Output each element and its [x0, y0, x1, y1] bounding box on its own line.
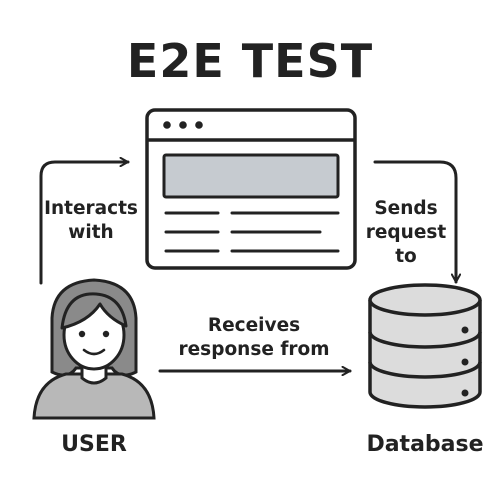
node-label-user: USER	[61, 432, 127, 457]
edge-label-receives: Receives	[208, 315, 300, 336]
database-icon	[368, 283, 482, 409]
edge-label-request: request	[366, 222, 447, 243]
node-label-database: Database	[366, 432, 483, 457]
arrow-user-to-browser	[39, 162, 130, 285]
edge-label-interacts: Interacts	[44, 198, 138, 219]
edge-label-sends: Sends	[374, 198, 437, 219]
diagram-title: E2E TEST	[127, 34, 373, 88]
edge-label-with: with	[68, 222, 113, 243]
edge-label-response-from: response from	[179, 339, 330, 360]
arrow-browser-to-database	[373, 160, 456, 284]
edge-label-to: to	[395, 246, 417, 267]
user-avatar-icon	[32, 278, 156, 420]
browser-window-icon	[145, 108, 357, 270]
